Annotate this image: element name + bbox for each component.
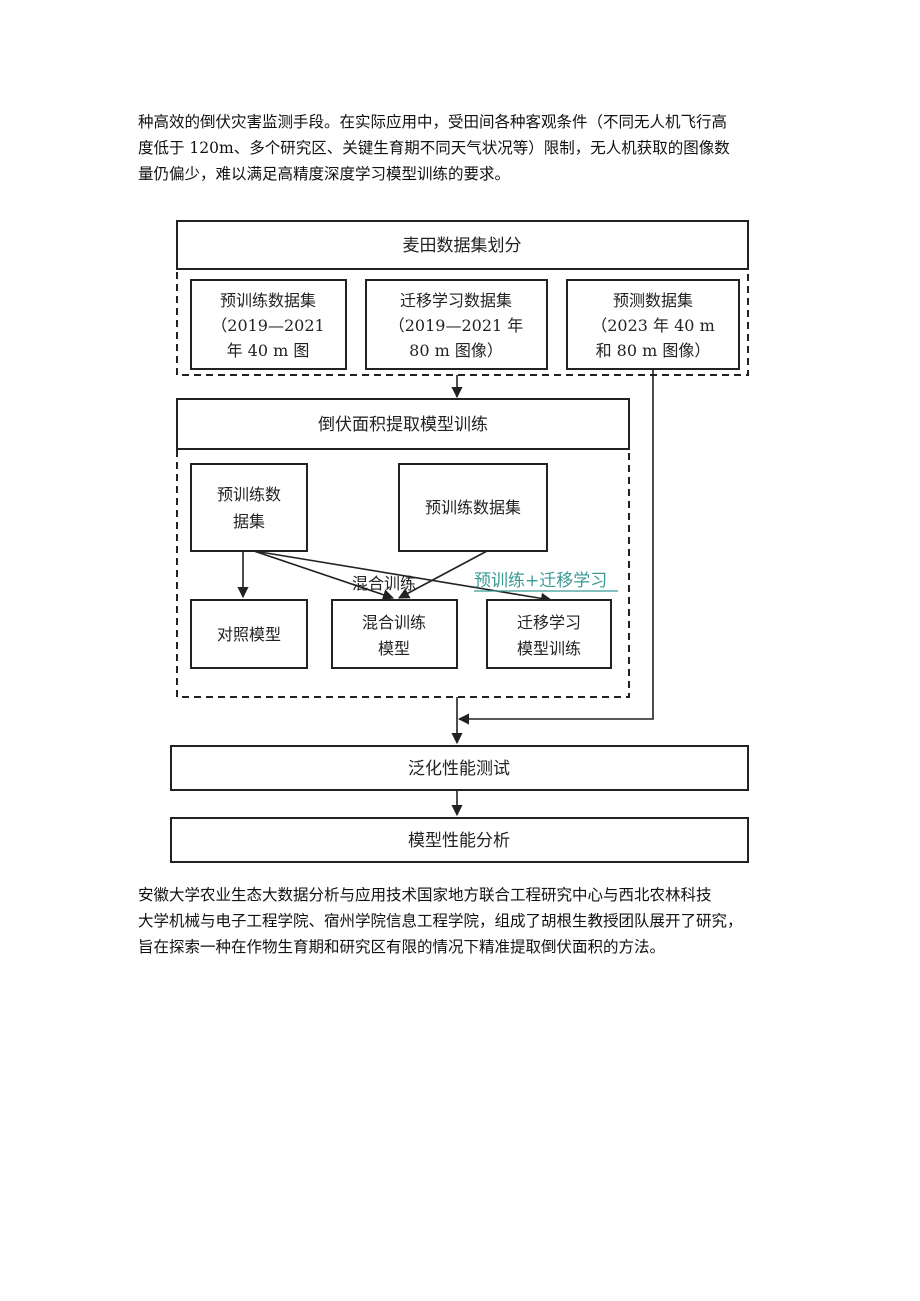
transfer-dataset-line: （2019—2021 年: [389, 316, 524, 335]
transfer-dataset-line: 迁移学习数据集: [400, 291, 512, 310]
inner-pretrain-line: 据集: [233, 512, 265, 531]
intro-line: 度低于 120m、多个研究区、关键生育期不同天气状况等）限制，无人机获取的图像数: [138, 139, 730, 157]
arrow-to-mixed-model: [253, 550, 395, 601]
transfer-dataset-box: [365, 279, 548, 370]
intro-paragraph: 种高效的倒伏灾害监测手段。在实际应用中，受田间各种客观条件（不同无人机飞行高 度…: [138, 109, 784, 187]
prediction-dataset-line: 预测数据集: [613, 291, 693, 310]
arrow-prediction-to-test: [457, 369, 654, 725]
pretrain-dataset-box: [190, 279, 347, 370]
mixed-model-line: 模型: [378, 639, 410, 658]
control-model-label: 对照模型: [217, 625, 281, 644]
inner-pretrain-line: 预训练数: [217, 485, 281, 504]
pretrain-dataset-line: （2019—2021: [211, 316, 324, 335]
performance-analysis-box: [170, 817, 749, 863]
generalization-test-label: 泛化性能测试: [408, 759, 510, 779]
inner-pretrain-box-right: [398, 463, 548, 552]
inner-pretrain-box: [190, 463, 308, 552]
prediction-dataset-box: [566, 279, 740, 370]
intro-line: 量仍偏少，难以满足高精度深度学习模型训练的要求。: [138, 165, 511, 183]
closing-paragraph: 安徽大学农业生态大数据分析与应用技术国家地方联合工程研究中心与西北农林科技 大学…: [138, 882, 784, 960]
closing-line: 旨在探索一种在作物生育期和研究区有限的情况下精准提取倒伏面积的方法。: [138, 938, 666, 956]
mixed-training-label: 混合训练: [352, 574, 416, 593]
closing-line: 大学机械与电子工程学院、宿州学院信息工程学院，组成了胡根生教授团队展开了研究，: [138, 912, 743, 930]
training-title: 倒伏面积提取模型训练: [318, 415, 488, 435]
performance-analysis-label: 模型性能分析: [408, 831, 510, 851]
pretrain-dataset-line: 年 40 m 图: [227, 341, 310, 360]
transfer-dataset-line: 80 m 图像）: [409, 341, 503, 360]
transfer-model-box: [486, 599, 612, 669]
training-group-dashed: [176, 448, 630, 698]
training-title-box: [176, 398, 630, 450]
flowchart-diagram: 麦田数据集划分 预训练数据集 （2019—2021 年 40 m 图 迁移学习数…: [170, 220, 749, 863]
mixed-model-line: 混合训练: [362, 613, 426, 632]
prediction-dataset-line: （2023 年 40 m: [591, 316, 715, 335]
closing-line: 安徽大学农业生态大数据分析与应用技术国家地方联合工程研究中心与西北农林科技: [138, 886, 712, 904]
transfer-edge-label: 预训练+迁移学习: [474, 571, 607, 591]
control-model-box: [190, 599, 308, 669]
dataset-division-title: 麦田数据集划分: [403, 236, 522, 256]
arrow-right-to-mixed-model: [398, 550, 488, 599]
dataset-division-box: [176, 220, 749, 270]
prediction-dataset-line: 和 80 m 图像）: [596, 341, 711, 360]
arrow-to-transfer-model: [253, 550, 553, 604]
transfer-model-line: 模型训练: [517, 639, 581, 658]
transfer-model-line: 迁移学习: [517, 613, 581, 632]
intro-line: 种高效的倒伏灾害监测手段。在实际应用中，受田间各种客观条件（不同无人机飞行高: [138, 113, 728, 131]
dataset-group-dashed: [176, 268, 749, 376]
inner-pretrain-right-label: 预训练数据集: [425, 498, 521, 517]
generalization-test-box: [170, 745, 749, 791]
mixed-model-box: [331, 599, 458, 669]
pretrain-dataset-line: 预训练数据集: [220, 291, 316, 310]
